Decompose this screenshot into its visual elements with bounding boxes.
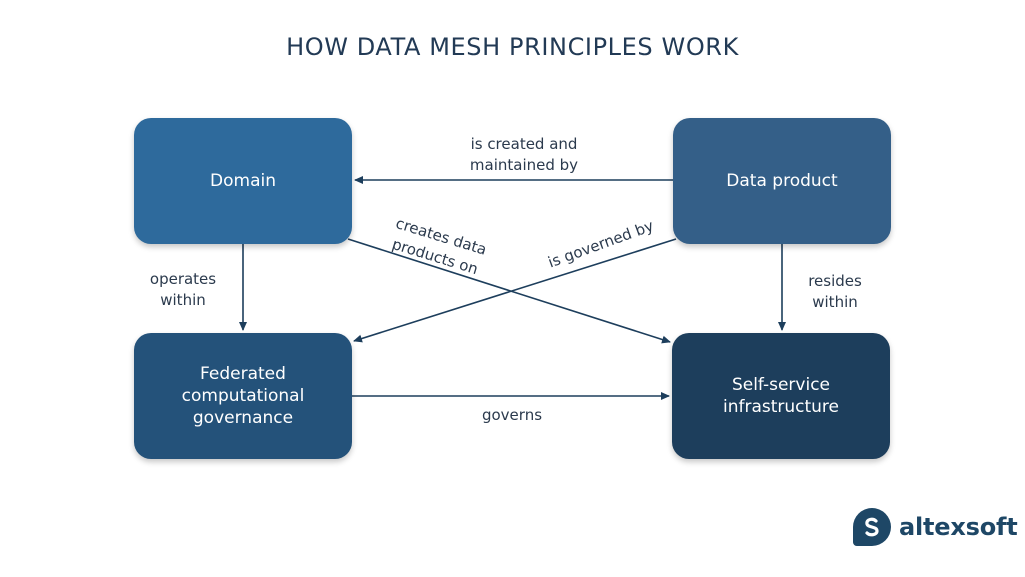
- label-operates-within: operates within: [149, 270, 217, 309]
- brand-name: altexsoft: [899, 513, 1018, 541]
- arrow-is-governed-by: [353, 238, 677, 343]
- label-governs: governs: [481, 406, 543, 424]
- node-self-service-infrastructure: Self-service infrastructure: [672, 333, 890, 459]
- diagram-title: HOW DATA MESH PRINCIPLES WORK: [286, 33, 739, 61]
- node-domain: Domain: [134, 118, 352, 244]
- label-created-maintained: is created and maintained by: [469, 135, 579, 174]
- node-data-product: Data product: [673, 118, 891, 244]
- node-federated-governance: Federated computational governance: [134, 333, 352, 459]
- brand-logo: altexsoft: [853, 508, 1018, 546]
- altexsoft-logo-icon: [853, 508, 891, 546]
- label-resides-within: resides within: [808, 272, 862, 311]
- arrow-creates-data-products: [347, 238, 671, 344]
